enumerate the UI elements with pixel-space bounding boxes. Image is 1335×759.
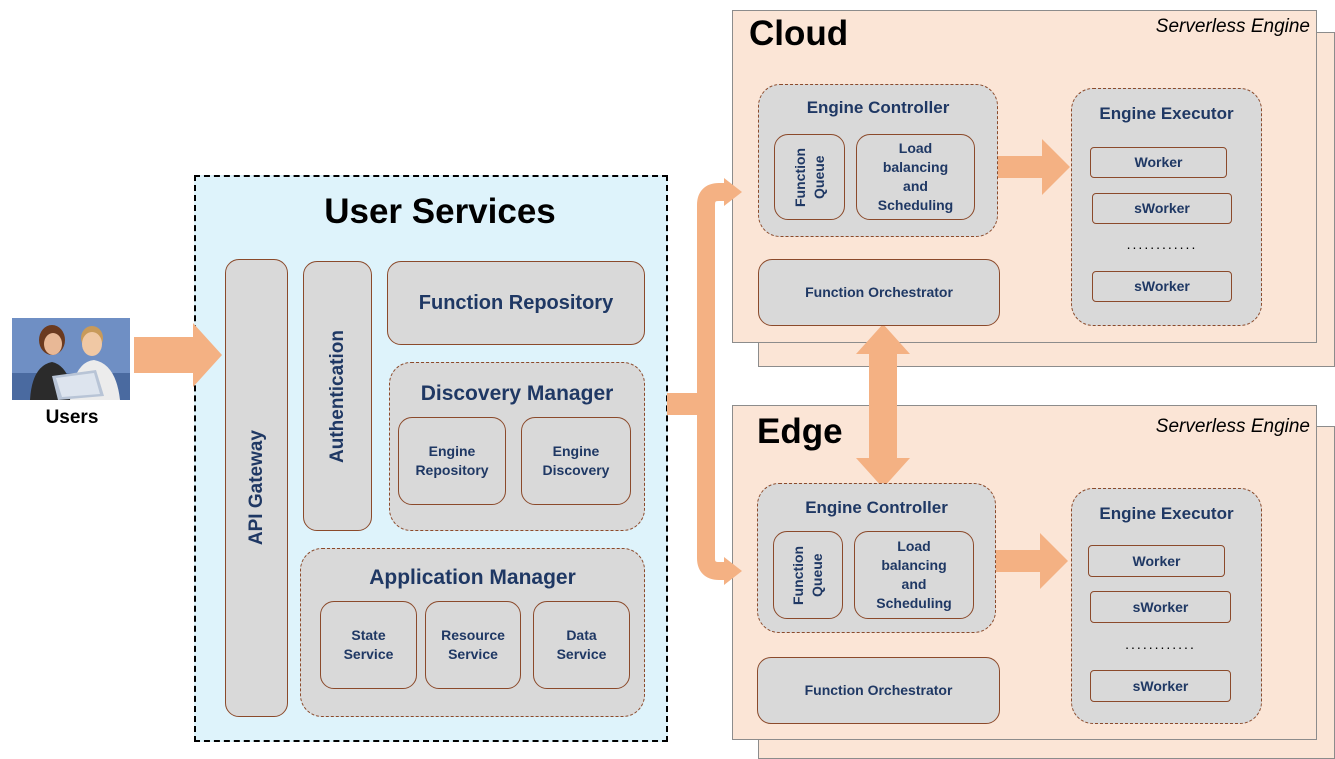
connector-to-cloud-head	[724, 178, 742, 206]
cloud-function-orchestrator[interactable]: Function Orchestrator	[758, 259, 1000, 326]
edge-function-queue[interactable]: Function Queue	[773, 531, 843, 619]
users-illustration	[12, 318, 130, 400]
connector-to-edge	[697, 405, 730, 580]
cloud-function-queue[interactable]: Function Queue	[774, 134, 845, 220]
cloud-engine-executor-title: Engine Executor	[1099, 104, 1234, 123]
cloud-title: Cloud	[749, 14, 849, 53]
cloud-load-balancing[interactable]: Load balancing and Scheduling	[856, 134, 975, 220]
edge-worker-dots: ............	[1125, 636, 1196, 652]
edge-engine-executor-title: Engine Executor	[1099, 504, 1234, 523]
state-service[interactable]: State Service	[320, 601, 417, 689]
edge-engine-controller-title: Engine Controller	[805, 498, 948, 517]
data-service[interactable]: Data Service	[533, 601, 630, 689]
cloud-worker[interactable]: Worker	[1090, 147, 1227, 178]
edge-load-balancing[interactable]: Load balancing and Scheduling	[854, 531, 974, 619]
authentication[interactable]: Authentication	[303, 261, 372, 531]
cloud-edge-double-arrow	[856, 324, 910, 488]
edge-sworker-2[interactable]: sWorker	[1090, 670, 1231, 702]
connector-to-edge-head	[724, 557, 742, 585]
edge-title: Edge	[757, 412, 843, 451]
cloud-sworker-1[interactable]: sWorker	[1092, 193, 1232, 224]
users-to-gateway-arrow	[134, 323, 222, 387]
connector-stub	[667, 393, 699, 415]
resource-service[interactable]: Resource Service	[425, 601, 521, 689]
cloud-worker-dots: ............	[1126, 236, 1198, 252]
edge-controller-to-executor-arrow	[996, 533, 1068, 589]
cloud-engine-controller-title: Engine Controller	[806, 98, 950, 117]
engine-discovery[interactable]: Engine Discovery	[521, 417, 631, 505]
api-gateway-label: API Gateway	[245, 430, 267, 546]
function-repository[interactable]: Function Repository	[387, 261, 645, 345]
application-manager-title: Application Manager	[369, 566, 576, 589]
edge-function-orchestrator[interactable]: Function Orchestrator	[757, 657, 1000, 724]
edge-sworker-1[interactable]: sWorker	[1090, 591, 1231, 623]
connector-to-cloud	[697, 183, 730, 405]
cloud-function-queue-label: Function Queue	[791, 147, 827, 207]
users-label: Users	[45, 407, 99, 428]
cloud-sworker-2[interactable]: sWorker	[1092, 271, 1232, 302]
edge-worker[interactable]: Worker	[1088, 545, 1225, 577]
authentication-label: Authentication	[326, 329, 348, 463]
api-gateway[interactable]: API Gateway	[225, 259, 288, 717]
cloud-subtitle: Serverless Engine	[1155, 16, 1310, 37]
edge-function-queue-label: Function Queue	[790, 545, 825, 605]
user-services-title: User Services	[324, 192, 556, 231]
edge-subtitle: Serverless Engine	[1155, 416, 1310, 437]
cloud-controller-to-executor-arrow	[998, 139, 1070, 195]
discovery-manager-title: Discovery Manager	[420, 382, 614, 405]
engine-repository[interactable]: Engine Repository	[398, 417, 506, 505]
users-icon	[12, 318, 130, 400]
